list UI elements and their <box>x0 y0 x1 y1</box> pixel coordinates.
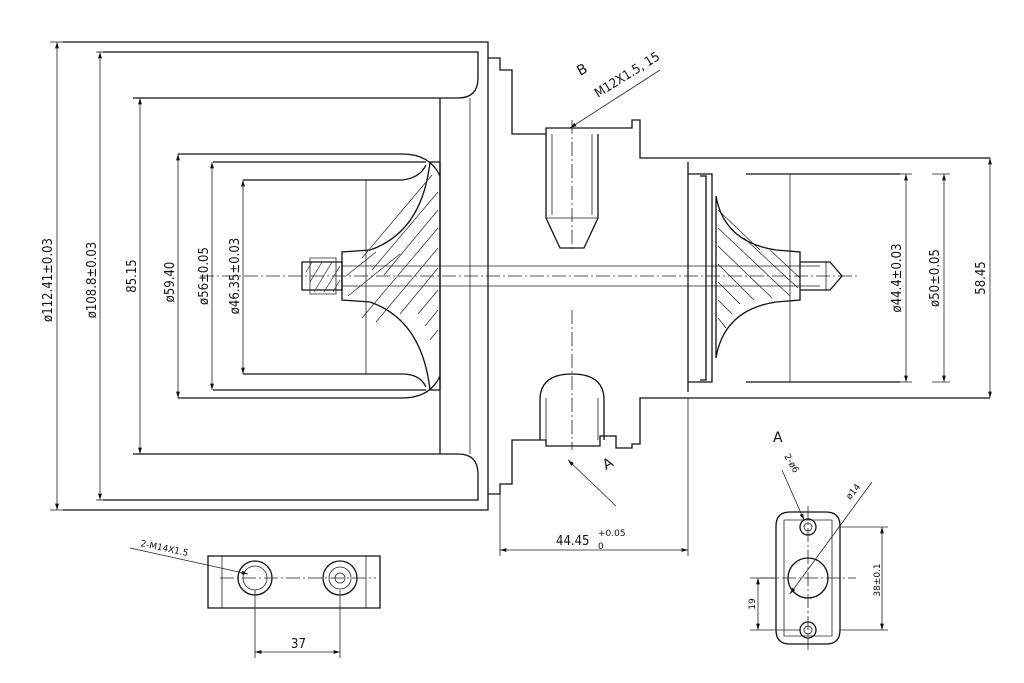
dim-37-text: 37 <box>291 637 306 652</box>
dim-44-45-text: 44.45 <box>556 534 589 549</box>
section-b-label: B <box>574 61 590 80</box>
view-a-title: A <box>773 430 783 446</box>
turbine-housing-outline <box>687 157 990 399</box>
dim-50: ø50±0.05 <box>928 173 950 383</box>
dim-58-45: 58.45 <box>974 158 992 398</box>
dim-85-15: 85.15 <box>125 98 142 454</box>
thread-b-callout: B M12X1.5, 15 <box>569 50 663 129</box>
dim-112-41-text: ø112.41±0.03 <box>41 238 56 322</box>
section-a-arrow: A <box>567 455 617 507</box>
dim-58-45-text: 58.45 <box>974 261 989 294</box>
bottom-flange-view: 37 2-M14X1.5 <box>129 539 381 658</box>
dim-44-4: ø44.4±0.03 <box>890 173 912 383</box>
dim-108-8: ø108.8±0.03 <box>85 51 103 501</box>
dim-44-45-upper-tol: +0.05 <box>598 529 626 539</box>
dim-50-text: ø50±0.05 <box>928 249 943 307</box>
dim-44-45-lower-tol: 0 <box>598 542 604 552</box>
thread-bottom-text: 2-M14X1.5 <box>139 539 189 559</box>
dim-56-text: ø56±0.05 <box>197 247 212 305</box>
dim-44-45: 44.45 +0.05 0 <box>499 398 689 556</box>
dim-46-35-text: ø46.35±0.03 <box>228 238 243 314</box>
dim-6-text: 2-ø6 <box>781 453 800 476</box>
dim-46-35: ø46.35±0.03 <box>228 180 245 374</box>
dim-14-text: ø14 <box>845 482 864 502</box>
view-a: A 38±0.1 19 2-ø6 ø14 <box>748 430 888 650</box>
dim-56: ø56±0.05 <box>197 162 214 390</box>
dim-85-15-text: 85.15 <box>125 259 140 292</box>
dim-108-8-text: ø108.8±0.03 <box>85 242 100 318</box>
dim-19-text: 19 <box>748 598 758 610</box>
dim-38-text: 38±0.1 <box>873 563 883 596</box>
section-a-arrow-label: A <box>600 455 617 474</box>
dim-59-40: ø59.40 <box>163 154 180 398</box>
dim-44-4-text: ø44.4±0.03 <box>890 243 905 312</box>
compressor-wheel <box>301 161 441 391</box>
dim-59-40-text: ø59.40 <box>163 262 178 303</box>
bearing-housing <box>342 134 820 440</box>
dim-112-41: ø112.41±0.03 <box>41 41 63 511</box>
